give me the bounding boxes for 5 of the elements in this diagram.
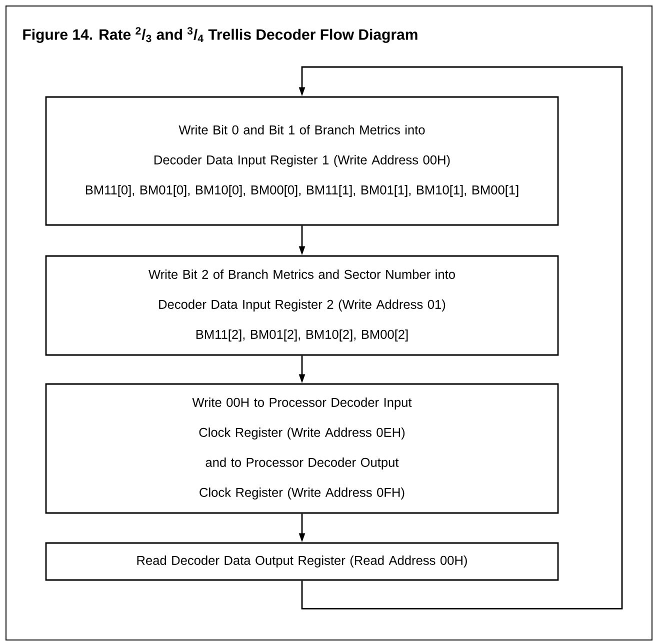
process-box: Write 00H to Processor Decoder Input Clock Register (Write Address 0EH) and to Processor Decoder Output Clock Register (Write Address 0FH) bbox=[45, 383, 559, 514]
figure-title: Figure 14. Rate $^{2}$/$_{3}$ and $^{3}$/$_{4}$ Trellis Decoder Flow Diagram bbox=[23, 27, 418, 43]
process-box: Read Decoder Data Output Register (Read Address 00H) bbox=[45, 542, 559, 581]
process-box: Write Bit 0 and Bit 1 of Branch Metrics into Decoder Data Input Register 1 (Write Address 00H) BM11[0], BM01[0], BM10[0], BM00[0], BM11[1], BM01[1], BM10[1], BM00[1] bbox=[45, 96, 559, 226]
process-box: Write Bit 2 of Branch Metrics and Sector Number into Decoder Data Input Register 2 (Write Address 01) BM11[2], BM01[2], BM10[2], BM00[2] bbox=[45, 255, 559, 356]
